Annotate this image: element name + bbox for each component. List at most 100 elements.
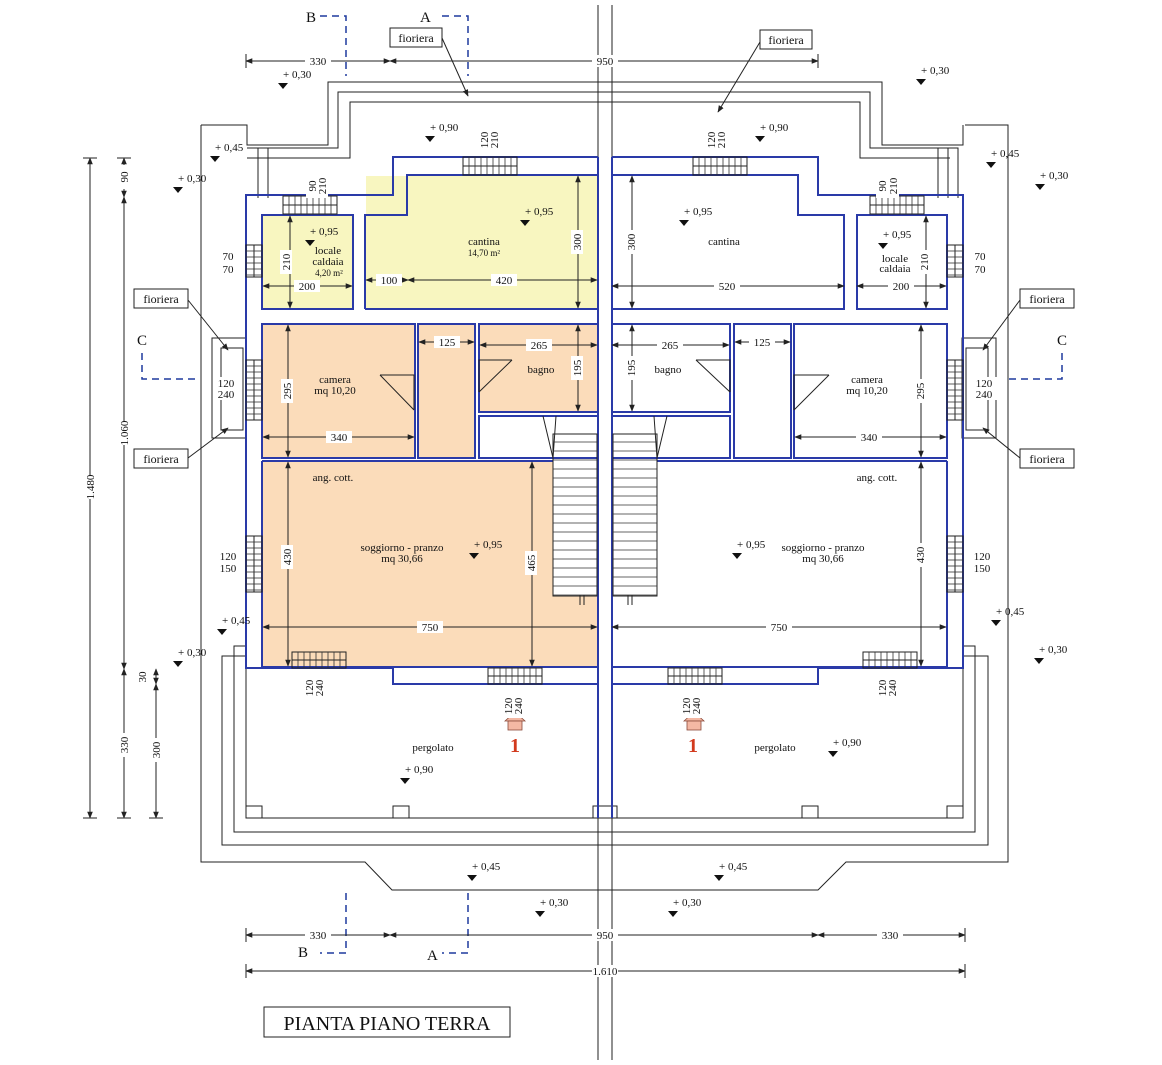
level-value: + 0,30: [178, 173, 207, 185]
level-triangle-icon: [714, 875, 724, 881]
dimension-label: 330: [310, 930, 327, 942]
dimension-label: 70: [975, 251, 987, 263]
dimension-label: 340: [861, 432, 878, 444]
level-triangle-icon: [467, 875, 477, 881]
dimension-label: 120: [218, 378, 235, 390]
planter-label: fioriera: [768, 33, 804, 47]
dimension-label: 265: [662, 340, 679, 352]
dimension-label: 210: [281, 253, 293, 270]
room-bagno-right: bagno: [655, 364, 682, 376]
stairs: [542, 415, 668, 605]
dimension-label: 70: [975, 264, 987, 276]
section-a-top: A: [420, 10, 431, 26]
dimension-label: 120: [974, 551, 991, 563]
planter-label: fioriera: [143, 292, 179, 306]
level-value: + 0,90: [405, 764, 434, 776]
level-value: + 0,45: [719, 861, 748, 873]
dimension-label: 300: [151, 741, 163, 758]
title-block: PIANTA PIANO TERRA: [263, 1006, 511, 1038]
dimension-label: 950: [597, 56, 614, 68]
level-marker: + 0,30: [1035, 170, 1069, 190]
level-value: + 0,30: [1039, 644, 1068, 656]
page-title: PIANTA PIANO TERRA: [284, 1013, 491, 1035]
level-marker: + 0,30: [278, 69, 312, 89]
room-camera-right-area: mq 10,20: [846, 385, 888, 397]
dimension-label: 210: [888, 177, 900, 194]
level-marker: + 0,95: [679, 206, 713, 226]
level-value: + 0,45: [996, 606, 1025, 618]
dimension-label: 195: [626, 359, 638, 376]
level-value: + 0,30: [178, 647, 207, 659]
room-cantina-left: cantina: [468, 236, 500, 248]
level-marker: + 0,95: [469, 539, 503, 559]
fill-cantina-left: [366, 176, 597, 308]
level-triangle-icon: [278, 83, 288, 89]
walls: [245, 156, 964, 818]
level-triangle-icon: [1034, 658, 1044, 664]
dimension-label: 330: [882, 930, 899, 942]
entrances: 1 1: [503, 711, 706, 757]
level-marker: + 0,95: [520, 206, 554, 226]
level-triangle-icon: [210, 156, 220, 162]
room-pergolato-left: pergolato: [412, 742, 454, 754]
level-marker: + 0,90: [400, 764, 434, 784]
level-marker: + 0,45: [467, 861, 501, 881]
fill-locale-caldaia-left: [263, 216, 352, 308]
dimension-label: 430: [282, 548, 294, 565]
dimension-label: 950: [597, 930, 614, 942]
room-ang-cott-left: ang. cott.: [313, 472, 354, 484]
planter-tag-right-lower: fioriera: [982, 427, 1075, 469]
doors: [379, 359, 830, 411]
level-value: + 0,45: [991, 148, 1020, 160]
planter-tag-right-upper: fioriera: [982, 288, 1075, 351]
planter-tag-top-left: fioriera: [389, 27, 469, 97]
dimension-label: 70: [223, 264, 235, 276]
dimension-label: 465: [526, 554, 538, 571]
room-soggiorno-left: soggiorno - pranzo: [360, 542, 444, 554]
level-value: + 0,95: [474, 539, 503, 551]
level-marker: + 0,45: [991, 606, 1025, 626]
dimension-label: 210: [317, 177, 329, 194]
fill-soggiorno-left: [263, 462, 597, 666]
dimension-label: 200: [299, 281, 316, 293]
dimension-label: 240: [887, 679, 899, 696]
level-marker: + 0,30: [535, 897, 569, 917]
dimension-label: 1.610: [593, 966, 618, 978]
level-marker: + 0,30: [1034, 644, 1068, 664]
planter-label: fioriera: [143, 452, 179, 466]
dimension-label: 240: [691, 697, 703, 714]
dimension-label: 150: [220, 563, 237, 575]
dimension-label: 100: [381, 275, 398, 287]
level-marker: + 0,90: [828, 737, 862, 757]
section-c-right: C: [1057, 333, 1067, 349]
level-marker: + 0,45: [986, 148, 1020, 168]
level-value: + 0,90: [430, 122, 459, 134]
dimension-label: 750: [422, 622, 439, 634]
section-c-left: C: [137, 333, 147, 349]
planter-tag-left-lower: fioriera: [133, 427, 229, 469]
dimension-label: 520: [719, 281, 736, 293]
room-camera-right: camera: [851, 374, 883, 386]
level-value: + 0,30: [283, 69, 312, 81]
level-triangle-icon: [668, 911, 678, 917]
dimension-label: 120: [976, 378, 993, 390]
level-value: + 0,45: [472, 861, 501, 873]
level-triangle-icon: [520, 220, 530, 226]
section-labels: B A B A C C: [137, 10, 1067, 964]
dimension-label: 340: [331, 432, 348, 444]
dimension-label: 1.060: [119, 420, 131, 445]
section-b-bottom: B: [298, 945, 308, 961]
dimension-label: 300: [626, 233, 638, 250]
dimension-label: 430: [915, 546, 927, 563]
level-value: + 0,45: [215, 142, 244, 154]
dimension-label: 210: [716, 131, 728, 148]
level-triangle-icon: [305, 240, 315, 246]
level-triangle-icon: [469, 553, 479, 559]
level-value: + 0,95: [525, 206, 554, 218]
level-triangle-icon: [217, 629, 227, 635]
level-triangle-icon: [755, 136, 765, 142]
level-marker: + 0,90: [425, 122, 459, 142]
level-triangle-icon: [916, 79, 926, 85]
level-marker: + 0,45: [210, 142, 244, 162]
